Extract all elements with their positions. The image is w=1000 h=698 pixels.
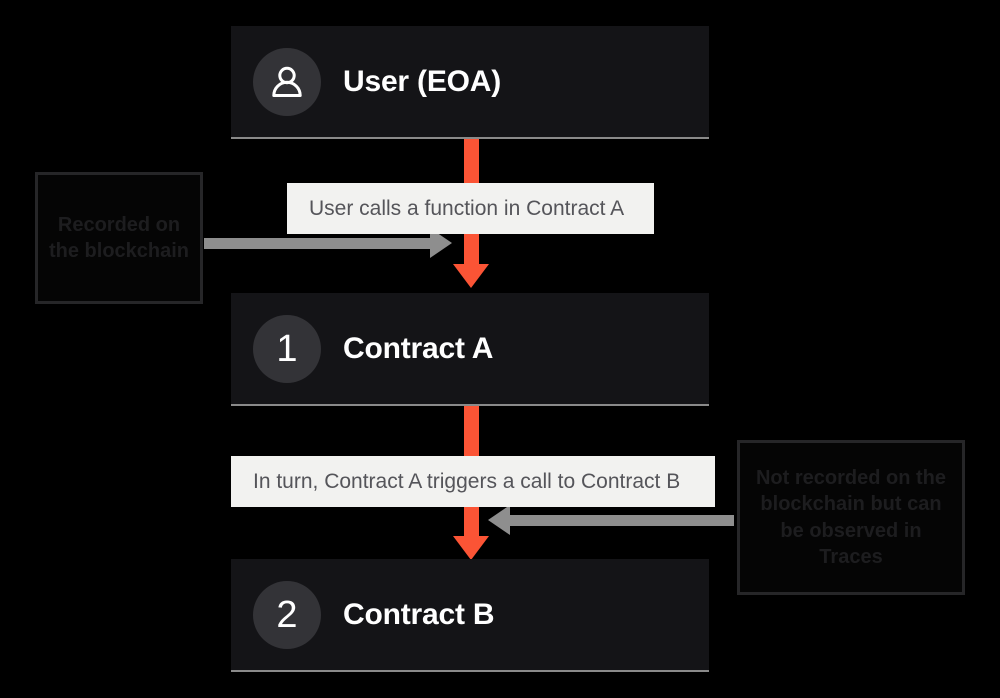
flow-caption-contract-a-calls-contract-b: In turn, Contract A triggers a call to C… bbox=[231, 456, 715, 507]
node-contract-a-label: Contract A bbox=[343, 331, 494, 365]
connector-arrow-left-head-icon bbox=[430, 228, 452, 258]
person-icon bbox=[272, 66, 302, 97]
annotation-not-recorded-on-blockchain: Not recorded on the blockchain but can b… bbox=[737, 440, 965, 595]
flow-arrow-caption2-to-contract-b-shaft bbox=[464, 500, 479, 538]
node-contract-a[interactable]: 1 Contract A bbox=[231, 293, 709, 406]
flow-arrow-caption1-to-contract-a-shaft bbox=[464, 228, 479, 266]
node-contract-b-badge: 2 bbox=[253, 580, 321, 649]
node-user[interactable]: User (EOA) bbox=[231, 26, 709, 139]
node-contract-a-badge: 1 bbox=[253, 314, 321, 383]
annotation-recorded-on-blockchain: Recorded on the blockchain bbox=[35, 172, 203, 304]
node-user-badge bbox=[253, 47, 321, 116]
flow-arrow-contract-a-to-caption2 bbox=[464, 406, 479, 458]
connector-arrow-right-shaft bbox=[508, 515, 734, 526]
node-contract-b[interactable]: 2 Contract B bbox=[231, 559, 709, 672]
node-user-label: User (EOA) bbox=[343, 64, 502, 98]
flow-arrow-contract-a-head-icon bbox=[453, 264, 489, 288]
node-contract-b-label: Contract B bbox=[343, 597, 495, 631]
flow-caption-user-calls-contract-a: User calls a function in Contract A bbox=[287, 183, 654, 234]
flow-arrow-contract-b-head-icon bbox=[453, 536, 489, 560]
connector-arrow-left-shaft bbox=[204, 238, 432, 249]
flow-arrow-user-to-caption1 bbox=[464, 139, 479, 191]
connector-arrow-right-head-icon bbox=[488, 505, 510, 535]
